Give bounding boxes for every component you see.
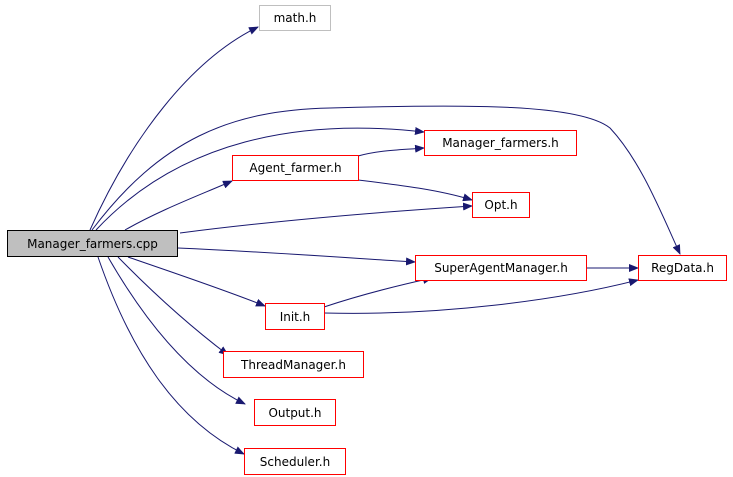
node-super-agent-manager-h[interactable]: SuperAgentManager.h xyxy=(415,255,587,281)
edge-manager-farmers-cpp-to-scheduler-h xyxy=(97,256,245,455)
edge-manager-farmers-cpp-to-output-h xyxy=(107,256,246,405)
node-thread-manager-h[interactable]: ThreadManager.h xyxy=(223,351,364,378)
edge-manager-farmers-cpp-to-manager-farmers-h xyxy=(95,127,425,231)
edge-agent-farmer-h-to-opt-h xyxy=(357,179,473,202)
edge-manager-farmers-cpp-to-opt-h xyxy=(179,202,473,234)
edge-manager-farmers-cpp-to-agent-farmer-h xyxy=(124,180,233,231)
edge-agent-farmer-h-to-manager-farmers-h xyxy=(357,144,425,157)
node-opt-h[interactable]: Opt.h xyxy=(472,192,530,218)
edge-manager-farmers-cpp-to-super-agent-manager-h xyxy=(177,247,416,266)
edge-manager-farmers-cpp-to-init-h xyxy=(127,256,266,307)
node-init-h[interactable]: Init.h xyxy=(265,303,325,330)
node-scheduler-h[interactable]: Scheduler.h xyxy=(244,448,346,475)
node-output-h[interactable]: Output.h xyxy=(254,399,336,426)
edge-init-h-to-regdata-h xyxy=(323,278,639,314)
node-regdata-h[interactable]: RegData.h xyxy=(638,255,727,281)
node-agent-farmer-h[interactable]: Agent_farmer.h xyxy=(232,155,359,181)
edge-manager-farmers-cpp-to-math-h xyxy=(89,26,259,231)
node-math-h: math.h xyxy=(259,5,331,31)
edge-manager-farmers-cpp-to-thread-manager-h xyxy=(117,256,229,356)
edge-init-h-to-super-agent-manager-h xyxy=(323,276,433,308)
node-manager-farmers-cpp: Manager_farmers.cpp xyxy=(7,230,178,257)
node-manager-farmers-h[interactable]: Manager_farmers.h xyxy=(424,130,577,156)
edge-manager-farmers-cpp-to-regdata-h xyxy=(91,105,681,255)
